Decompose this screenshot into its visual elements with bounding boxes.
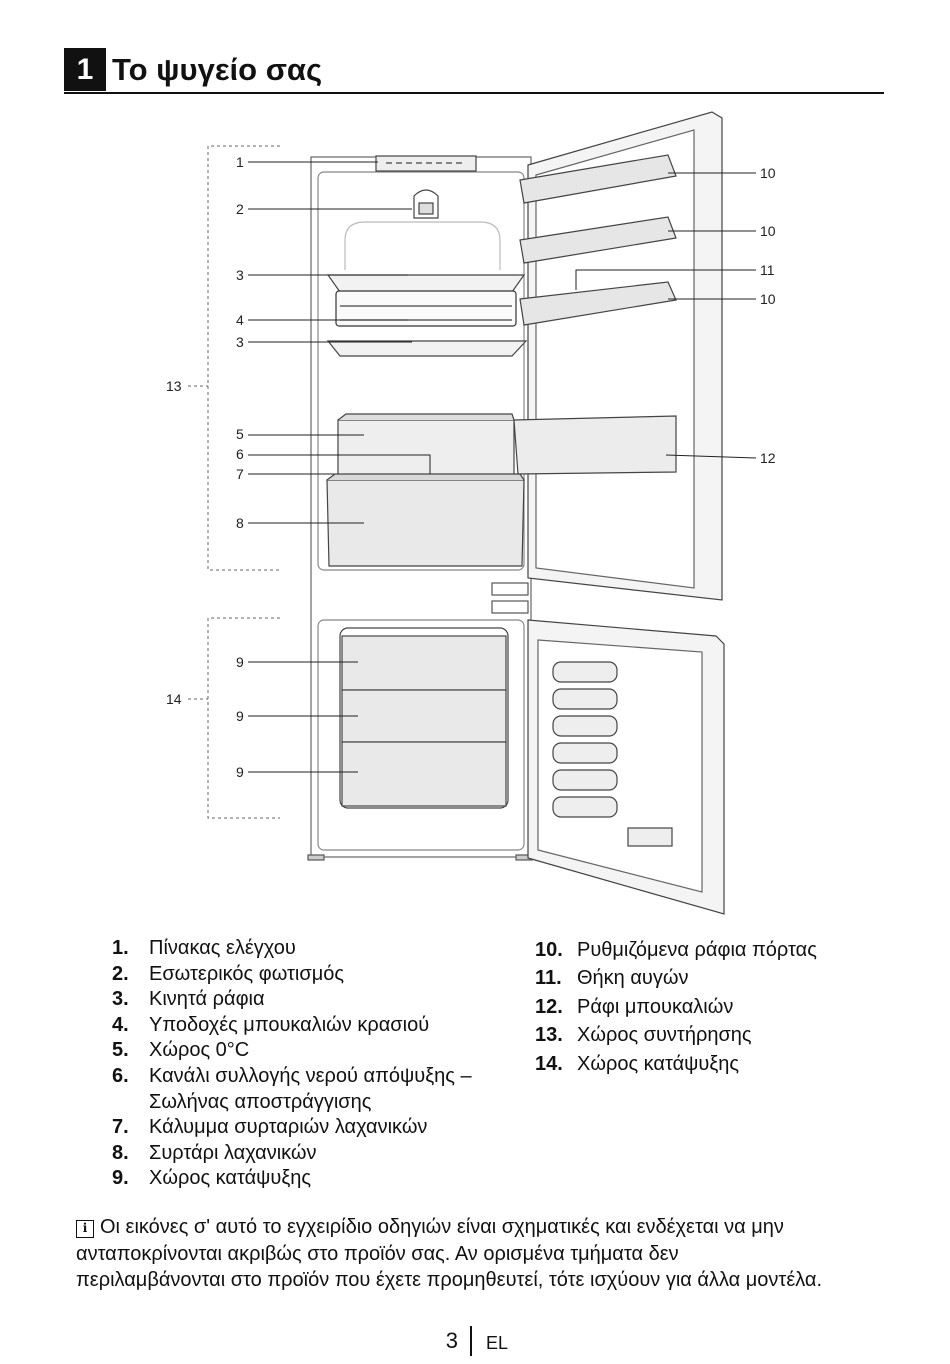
legend-item: 14.Χώρος κατάψυξης bbox=[535, 1052, 740, 1075]
info-icon: i bbox=[76, 1220, 94, 1238]
callout-14: 14 bbox=[166, 691, 182, 707]
callout-10: 10 bbox=[760, 291, 776, 307]
page-footer: 3 EL bbox=[0, 1326, 950, 1356]
callout-3: 3 bbox=[236, 334, 244, 350]
legend-item: 8.Συρτάρι λαχανικών bbox=[112, 1141, 317, 1164]
callout-5: 5 bbox=[236, 426, 244, 442]
legend-item: 10.Ρυθμιζόμενα ράφια πόρτας bbox=[535, 939, 817, 961]
legend-item: 12.Ράφι μπουκαλιών bbox=[535, 995, 734, 1018]
legend-item: 13.Χώρος συντήρησης bbox=[535, 1024, 752, 1047]
legend-item: 6.Κανάλι συλλογής νερού απόψυξης –Σωλήνα… bbox=[112, 1064, 472, 1113]
callout-9: 9 bbox=[236, 764, 244, 780]
note-line: Οι εικόνες σ' αυτό το εγχειρίδιο οδηγιών… bbox=[100, 1216, 784, 1238]
fridge-door bbox=[513, 111, 723, 601]
legend-item: 1.Πίνακας ελέγχου bbox=[112, 937, 296, 959]
legend-item: 9.Χώρος κατάψυξης bbox=[112, 1167, 312, 1190]
section-header: 1 Το ψυγείο σας bbox=[64, 48, 884, 94]
callout-10: 10 bbox=[760, 223, 776, 239]
callout-8: 8 bbox=[236, 515, 244, 531]
legend-item: 11.Θήκη αυγών bbox=[535, 967, 689, 990]
freezer-door bbox=[527, 619, 725, 915]
legend-item: 4.Υποδοχές μπουκαλιών κρασιού bbox=[112, 1013, 430, 1036]
legend-item: 5.Χώρος 0°C bbox=[112, 1039, 250, 1062]
page-number: 3 bbox=[445, 1328, 458, 1353]
refrigerator-diagram: 1 2 3 4 3 13 5 6 7 8 14 9 9 9 10 10 11 1… bbox=[166, 111, 776, 915]
fridge-body bbox=[307, 155, 533, 861]
section-number: 1 bbox=[64, 48, 106, 91]
callout-12: 12 bbox=[760, 450, 776, 466]
legend-list-right: 10.Ρυθμιζόμενα ράφια πόρτας 11.Θήκη αυγώ… bbox=[535, 936, 895, 1078]
callout-7: 7 bbox=[236, 466, 244, 482]
footer-divider bbox=[470, 1326, 472, 1356]
note-paragraph: i Οι εικόνες σ' αυτό το εγχειρίδιο οδηγιώ… bbox=[76, 1214, 896, 1294]
callout-4: 4 bbox=[236, 312, 244, 328]
legend-item: 2.Εσωτερικός φωτισμός bbox=[112, 962, 344, 985]
callout-10: 10 bbox=[760, 165, 776, 181]
legend-item: 7.Κάλυμμα συρταριών λαχανικών bbox=[112, 1116, 428, 1139]
callout-9: 9 bbox=[236, 708, 244, 724]
callout-11: 11 bbox=[760, 262, 775, 278]
callout-labels: 1 2 3 4 3 13 5 6 7 8 14 9 9 9 10 10 11 1… bbox=[166, 154, 776, 780]
callout-2: 2 bbox=[236, 201, 244, 217]
leader-lines bbox=[248, 161, 757, 773]
callout-9: 9 bbox=[236, 654, 244, 670]
note-line: περιλαμβάνονται στο προϊόν που έχετε προ… bbox=[76, 1269, 823, 1291]
section-title: Το ψυγείο σας bbox=[112, 52, 323, 87]
callout-13: 13 bbox=[166, 378, 182, 394]
callout-6: 6 bbox=[236, 446, 244, 462]
callout-3: 3 bbox=[236, 267, 244, 283]
language-code: EL bbox=[486, 1333, 509, 1353]
legend-list-left: 1.Πίνακας ελέγχου 2.Εσωτερικός φωτισμός … bbox=[112, 936, 532, 1192]
note-line: ανταποκρίνονται ακριβώς στο προϊόν σας. … bbox=[76, 1242, 679, 1265]
callout-1: 1 bbox=[236, 154, 244, 170]
legend-item: 3.Κινητά ράφια bbox=[112, 988, 265, 1011]
zone-brackets bbox=[188, 145, 280, 819]
